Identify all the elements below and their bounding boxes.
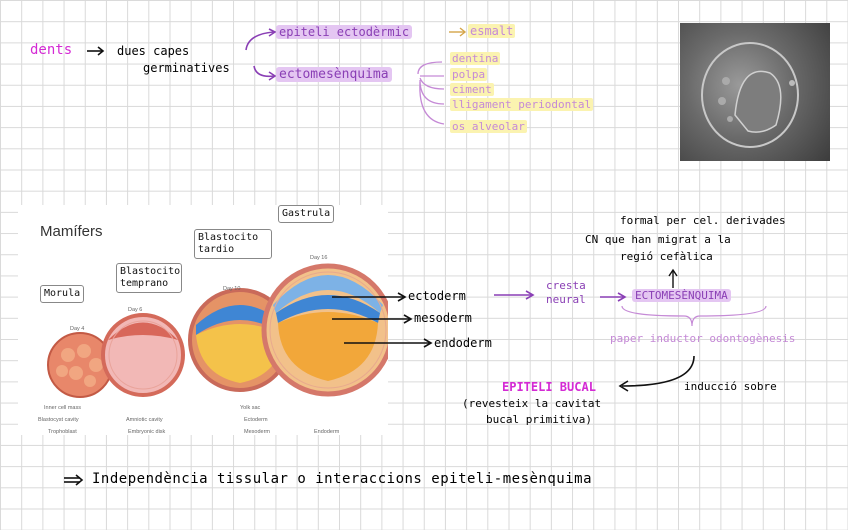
bottom-label: Blastocyst cavity — [38, 417, 79, 423]
day-label-6: Day 6 — [128, 307, 143, 313]
branch-arrows — [245, 28, 277, 81]
derivat-0: dentina — [450, 52, 501, 65]
early-blastocyst-illustration — [101, 313, 185, 397]
day-label-4: Day 4 — [70, 326, 85, 332]
bottom-label: Mesoderm — [244, 429, 270, 435]
derivat-1: polpa — [450, 68, 488, 81]
note-germinatives: germinatives — [143, 61, 230, 75]
note-epiteli-ectodermic: epiteli ectodèrmic — [276, 25, 413, 39]
bottom-label: Yolk sac — [240, 405, 261, 411]
figure-title: Mamífers — [40, 223, 103, 240]
embryo-drawings — [47, 263, 388, 398]
bottom-label: Endoderm — [314, 429, 340, 435]
label-ectoderm: ectoderm — [408, 289, 466, 303]
curved-arrow-icon — [618, 355, 695, 392]
label-mesoderm: mesoderm — [414, 311, 472, 325]
gastrula-illustration — [261, 263, 388, 397]
note-revesteix-1: (revesteix la cavitat — [462, 397, 602, 410]
derivat-3: lligament periodontal — [450, 98, 594, 111]
derivats-brackets — [417, 61, 445, 125]
arrow-icon — [87, 46, 105, 56]
bottom-label: Embryonic disk — [128, 429, 166, 435]
bottom-label: Amniotic cavity — [126, 417, 163, 423]
arrow-up-icon — [668, 268, 678, 288]
label-neural: neural — [546, 293, 586, 306]
bottom-label: Inner cell mass — [44, 405, 81, 411]
label-epiteli-bucal: EPITELI BUCAL — [502, 380, 596, 394]
derivat-4: os alveolar — [450, 120, 527, 133]
note-formal-3: regió cefàlica — [620, 250, 713, 263]
label-ectomesenquima-caps: ECTOMESÈNQUIMA — [632, 289, 731, 302]
germ-layer-arrows — [332, 292, 433, 348]
note-esmalt: esmalt — [468, 24, 516, 38]
derivat-2: ciment — [450, 83, 494, 96]
stage-label-gastrula: Gastrula — [278, 205, 335, 223]
note-dents: dents — [30, 42, 73, 58]
embryo-figure: Mamífers Morula Blastoc — [18, 205, 388, 435]
label-endoderm: endoderm — [434, 336, 492, 350]
micrograph-detail — [701, 42, 799, 148]
note-formal-1: formal per cel. derivades — [620, 214, 786, 227]
stage-label-blastocito-temprano: Blastocito temprano — [116, 263, 182, 293]
note-induccio: inducció sobre — [684, 380, 777, 393]
label-cresta: cresta — [546, 279, 586, 292]
double-arrow-icon — [64, 474, 84, 486]
note-dues-capes: dues capes — [117, 44, 190, 58]
note-ectomesenquima: ectomesènquima — [276, 67, 392, 82]
arrow-icon — [494, 290, 535, 300]
footer-note: Independència tissular o interaccions ep… — [92, 471, 593, 487]
day-label-10: Day 10 — [223, 286, 241, 292]
bottom-label: Ectoderm — [244, 417, 268, 423]
morula-illustration — [47, 332, 113, 398]
stage-label-blastocito-tardio: Blastocito tardio — [194, 229, 272, 259]
tooth-germ-micrograph — [680, 23, 830, 161]
note-formal-2: CN que han migrat a la — [585, 233, 731, 246]
arrow-icon — [449, 27, 467, 37]
day-label-16: Day 16 — [310, 255, 328, 261]
note-revesteix-2: bucal primitiva) — [486, 413, 592, 426]
note-paper-inductor: paper inductor odontogènesis — [610, 332, 796, 345]
stage-label-morula: Morula — [40, 285, 85, 303]
bottom-label: Trophoblast — [48, 429, 77, 435]
bracket-icon — [621, 305, 767, 327]
arrow-icon — [600, 292, 627, 302]
